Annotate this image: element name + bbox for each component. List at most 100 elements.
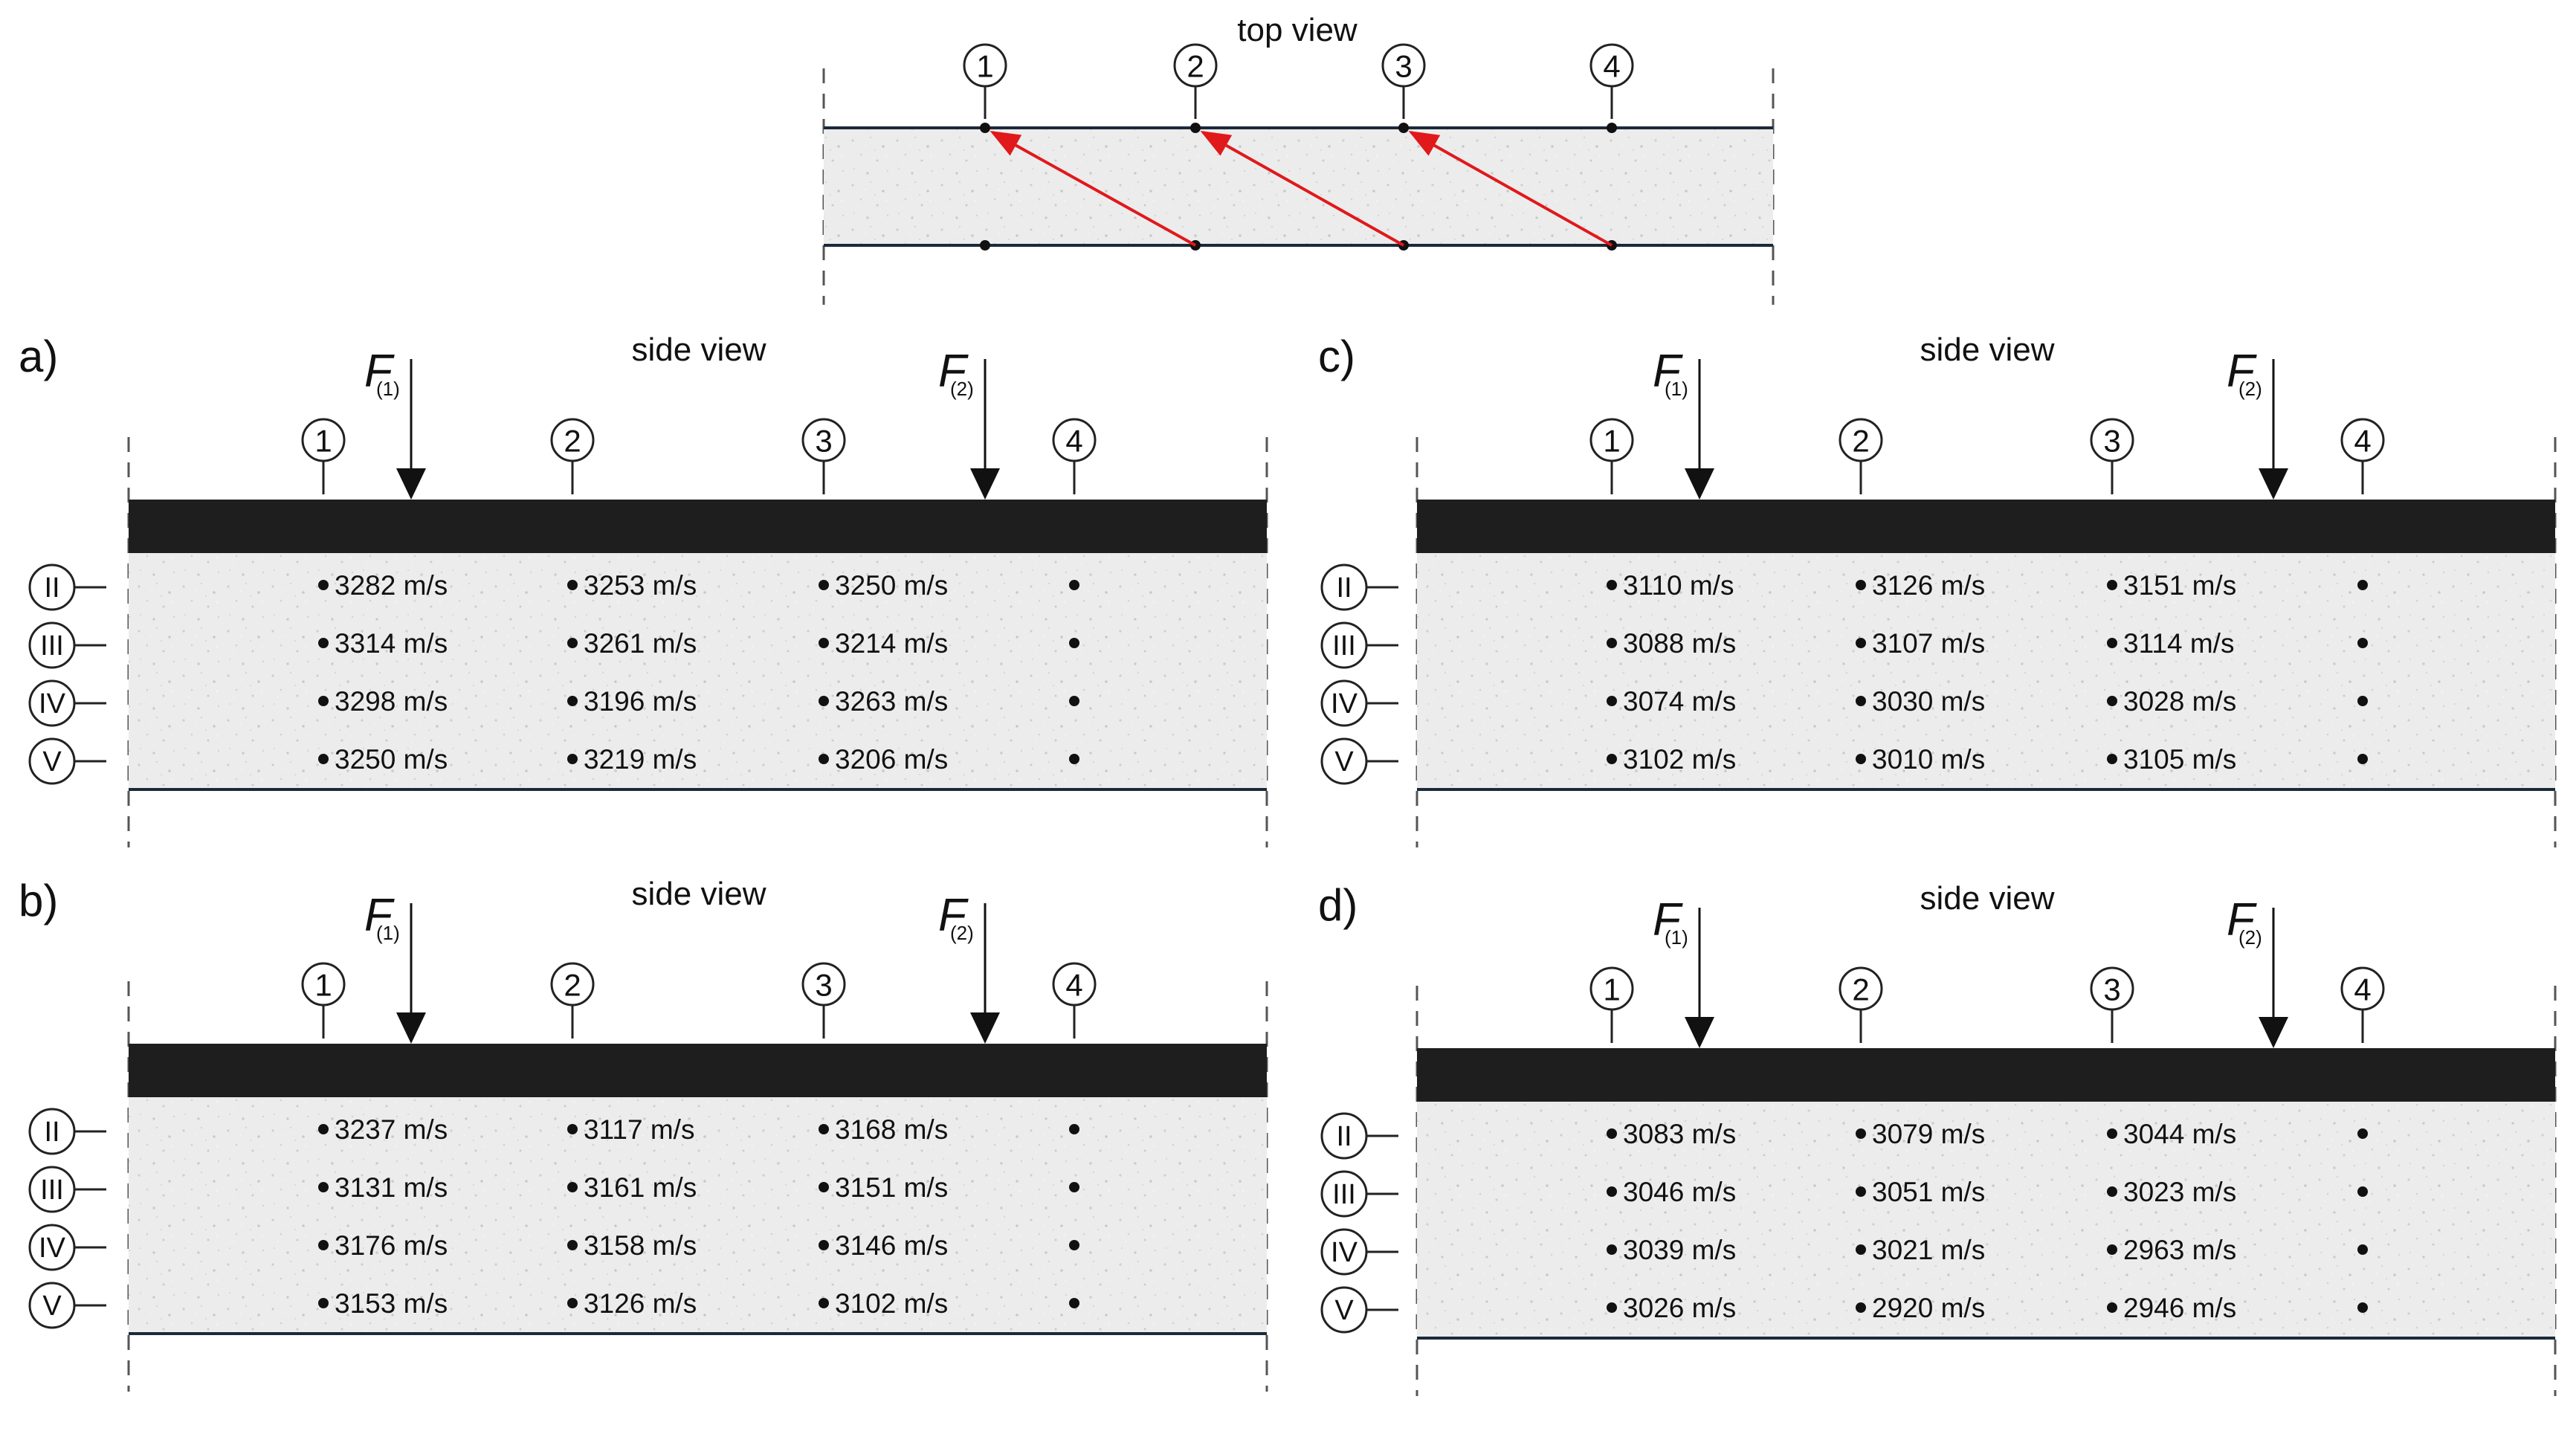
row-label-II: II — [1320, 563, 1398, 611]
point-marker-circle — [1052, 418, 1097, 462]
measurement-dot — [318, 1298, 329, 1308]
velocity-value: 3237 m/s — [335, 1114, 448, 1145]
force-1-arrow-head — [1685, 468, 1714, 500]
force-1-arrow-head — [396, 1012, 426, 1044]
point-marker-circle — [2090, 418, 2134, 462]
velocity-value: 3176 m/s — [335, 1230, 448, 1261]
measurement-dot — [819, 638, 829, 648]
point-marker-circle — [1589, 418, 1634, 462]
force-2: F (2) — [2227, 894, 2288, 1048]
measurement-dot — [2357, 696, 2368, 706]
measurement-dot — [2107, 638, 2117, 648]
measurement-dot — [1607, 638, 1617, 648]
top-point-1: 1 — [963, 43, 1007, 119]
measurement-dot — [2107, 1186, 2117, 1197]
velocity-value: 3250 m/s — [835, 570, 948, 601]
measurement-dot — [318, 1182, 329, 1192]
measurement-dot — [1856, 1302, 1866, 1313]
force-2-subscript: (2) — [2238, 378, 2262, 400]
panel-letter: c) — [1318, 332, 1355, 381]
measurement-dot — [2107, 580, 2117, 590]
measurement-dot — [2357, 1244, 2368, 1255]
measurement-dot — [2357, 1186, 2368, 1197]
transducer-dot — [1190, 123, 1201, 133]
panel-point-2-label: 2 — [1852, 972, 1869, 1007]
velocity-value: 3110 m/s — [1623, 570, 1734, 601]
measurement-dot — [567, 1240, 578, 1250]
force-1: F (1) — [1653, 346, 1714, 500]
measurement-row-V: 3102 m/s 3010 m/s 3105 m/s — [1607, 744, 2368, 775]
top-point-2-label: 2 — [1187, 49, 1204, 84]
panel-point-2: 2 — [550, 962, 595, 1038]
measurement-dot — [1069, 696, 1079, 706]
force-2-subscript: (2) — [950, 378, 974, 400]
panel-title: side view — [1920, 880, 2055, 917]
panel-title: side view — [632, 876, 766, 912]
panel-letter: b) — [19, 876, 58, 926]
force-1: F (1) — [1653, 894, 1714, 1048]
force-2-arrow-head — [970, 468, 1000, 500]
row-label-II: II — [28, 563, 106, 611]
measurement-row-II: 3083 m/s 3079 m/s 3044 m/s — [1607, 1119, 2368, 1149]
measurement-dot — [2107, 1302, 2117, 1313]
transducer-dot — [980, 240, 990, 251]
point-marker-circle — [1381, 43, 1426, 88]
panel-a: a) side view F (1) F (2) 1 2 — [19, 332, 1268, 847]
measurement-dot — [819, 1124, 829, 1134]
point-marker-circle — [2090, 966, 2134, 1011]
row-label-III: III — [1320, 621, 1398, 669]
measurement-dot — [2357, 638, 2368, 648]
panel-point-4: 4 — [1052, 962, 1097, 1038]
measurement-dot — [819, 696, 829, 706]
row-label-text: III — [1332, 1179, 1356, 1210]
velocity-value: 3250 m/s — [335, 744, 448, 775]
force-2-symbol: F — [938, 346, 969, 397]
measurement-dot — [567, 696, 578, 706]
measurement-row-II: 3282 m/s 3253 m/s 3250 m/s — [318, 570, 1079, 601]
red-path-arrow — [1200, 131, 1404, 247]
row-label-II: II — [1320, 1112, 1398, 1160]
panel-point-2: 2 — [550, 418, 595, 494]
point-marker-circle — [1589, 43, 1634, 88]
steel-plate — [1417, 500, 2555, 553]
panel-point-4: 4 — [1052, 418, 1097, 494]
row-label-text: III — [40, 630, 64, 662]
velocity-value: 3074 m/s — [1623, 686, 1736, 717]
force-1-subscript: (1) — [1665, 926, 1688, 949]
force-1-symbol: F — [1653, 346, 1683, 397]
panel-letter: a) — [19, 332, 58, 381]
measurement-row-IV: 3298 m/s 3196 m/s 3263 m/s — [318, 686, 1079, 717]
measurement-dot — [1856, 1186, 1866, 1197]
panel-point-3: 3 — [801, 418, 846, 494]
red-path-arrow — [1408, 131, 1613, 247]
concrete-slab — [129, 1097, 1267, 1334]
measurement-row-V: 3026 m/s 2920 m/s 2946 m/s — [1607, 1293, 2368, 1323]
measurement-dot — [318, 754, 329, 764]
velocity-value: 3088 m/s — [1623, 628, 1736, 659]
measurement-dot — [1069, 580, 1079, 590]
row-label-text: III — [1332, 630, 1356, 662]
velocity-value: 3102 m/s — [835, 1288, 948, 1319]
row-label-IV: IV — [1320, 679, 1398, 727]
concrete-slab — [129, 553, 1267, 789]
measurement-dot — [318, 1240, 329, 1250]
velocity-value: 3151 m/s — [2123, 570, 2236, 601]
measurement-dot — [1069, 1298, 1079, 1308]
measurement-dot — [1856, 580, 1866, 590]
row-label-III: III — [1320, 1170, 1398, 1218]
panel-point-3: 3 — [2090, 418, 2134, 494]
row-label-III: III — [28, 1166, 106, 1213]
force-2: F (2) — [2227, 346, 2288, 500]
velocity-readings: 3110 m/s 3126 m/s 3151 m/s 3088 m/s 3107… — [1607, 570, 2368, 775]
panel-point-1-label: 1 — [1603, 424, 1620, 459]
measurement-dot — [1069, 754, 1079, 764]
measurement-dot — [567, 1298, 578, 1308]
velocity-readings: 3282 m/s 3253 m/s 3250 m/s 3314 m/s 3261… — [318, 570, 1079, 775]
force-1-subscript: (1) — [376, 378, 400, 400]
measurement-dot — [2107, 1244, 2117, 1255]
measurement-dot — [1607, 1302, 1617, 1313]
measurement-row-V: 3250 m/s 3219 m/s 3206 m/s — [318, 744, 1079, 775]
point-marker-circle — [2340, 966, 2385, 1011]
measurement-dot — [1856, 638, 1866, 648]
point-marker-circle — [1839, 966, 1883, 1011]
